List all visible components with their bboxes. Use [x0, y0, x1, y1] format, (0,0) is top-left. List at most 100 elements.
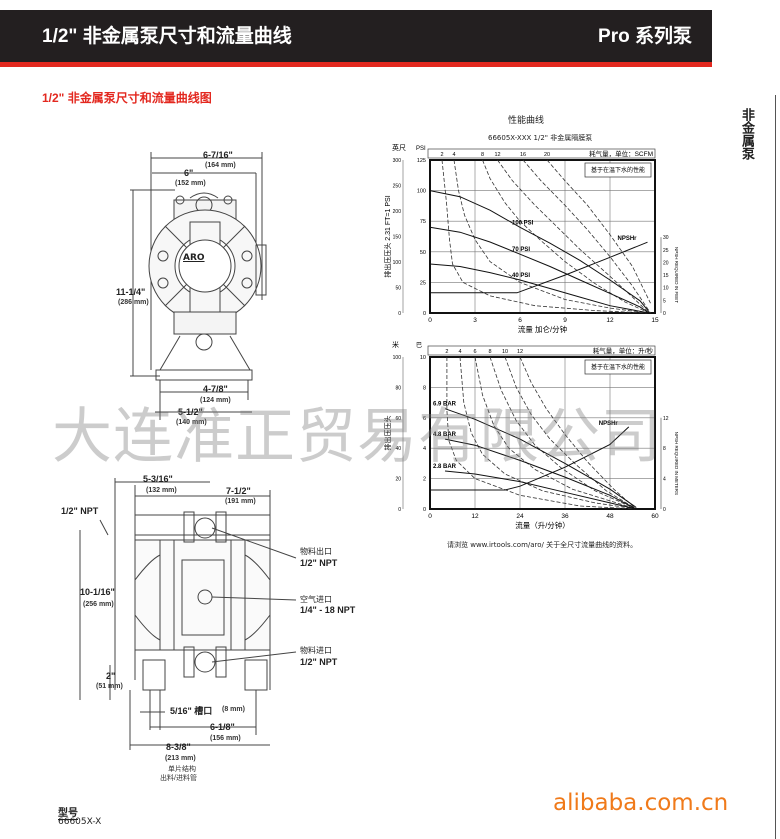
- air-curve-label: 8: [481, 152, 484, 158]
- right-axis-label: NPSH REQUIRED IN METERS: [674, 432, 679, 495]
- right-tick-label: 10: [663, 286, 669, 292]
- secondary-tick-label: 200: [393, 209, 402, 215]
- x-tick-label: 0: [428, 317, 432, 324]
- air-consumption-label: 耗气量，单位：SCFM: [589, 149, 653, 158]
- bv-dim-4-mm: (51 mm): [96, 683, 123, 690]
- alibaba-watermark: alibaba.com.cn: [553, 790, 729, 816]
- pressure-curve-label: 6.9 BAR: [433, 402, 457, 408]
- callout-outlet-spec: 1/2" NPT: [300, 558, 338, 568]
- front-view-pump: [130, 152, 267, 420]
- plot-frame: [429, 159, 656, 314]
- air-curve-label: 16: [520, 152, 526, 158]
- pressure-curve-label: 40 PSI: [512, 273, 530, 279]
- air-consumption-strip: [427, 148, 656, 159]
- y-tick-label: 0: [423, 311, 426, 317]
- right-tick-label: 20: [663, 260, 669, 266]
- callout-air-inlet-spec: 1/4" - 18 NPT: [300, 605, 356, 615]
- y-tick-label: 0: [423, 507, 426, 513]
- secondary-tick-label: 80: [395, 385, 401, 391]
- bv-dim-1: 5-3/16": [143, 474, 173, 484]
- air-consumption-curve: [519, 356, 637, 510]
- secondary-axis-unit: 米: [392, 340, 399, 349]
- pressure-curve: [429, 263, 650, 314]
- dim-width: 6": [184, 168, 194, 178]
- x-tick-label: 24: [516, 513, 524, 520]
- pump-drawings: [79, 152, 297, 750]
- npsh-curve: [430, 241, 648, 294]
- dim-height: 11-1/4": [116, 287, 146, 297]
- pressure-curve: [444, 470, 637, 510]
- x-tick-label: 0: [428, 513, 432, 520]
- legend-text: 基于在温下水的性能: [591, 166, 645, 174]
- secondary-tick-label: 40: [395, 446, 401, 452]
- air-consumption-curve: [504, 356, 637, 510]
- air-curve-label: 6: [473, 349, 476, 355]
- air-curve-label: 12: [517, 349, 523, 355]
- secondary-tick-label: 0: [398, 507, 401, 513]
- x-tick-label: 36: [561, 513, 569, 520]
- callout-outlet: 物料出口: [300, 547, 332, 556]
- x-tick-label: 9: [563, 317, 567, 324]
- y-tick-label: 25: [420, 280, 426, 286]
- pressure-curve-label: 2.8 BAR: [433, 464, 457, 470]
- bv-dim-2-mm: (191 mm): [225, 498, 256, 505]
- npsh-label: NPSHr: [599, 421, 619, 427]
- bv-dim-6-mm: (156 mm): [210, 735, 241, 742]
- pressure-curve-label: 100 PSI: [512, 220, 534, 226]
- chart2-footnote: 请浏览 www.irtools.com/aro/ 关于全尺寸流量曲线的资料。: [447, 541, 638, 549]
- dim-height-mm: (286 mm): [118, 299, 149, 306]
- y-axis-unit: 巴: [416, 342, 422, 349]
- dim-width-mm: (152 mm): [175, 180, 206, 187]
- bv-dim-4: 2": [106, 671, 116, 681]
- air-curve-label: 20: [544, 152, 550, 158]
- air-consumption-strip: [427, 345, 656, 356]
- side-tab-label: 非金属泵: [739, 108, 754, 160]
- x-tick-label: 48: [606, 513, 614, 520]
- pressure-curve-label: 4.8 BAR: [433, 432, 457, 438]
- series-title: Pro 系列泵: [598, 26, 692, 47]
- air-curve-label: 2: [445, 349, 448, 355]
- air-consumption-curve: [453, 159, 648, 314]
- air-consumption-curve: [489, 356, 637, 510]
- y-tick-label: 2: [423, 477, 426, 483]
- air-curve-label: 2: [440, 152, 443, 158]
- right-tick-label: 0: [663, 311, 666, 317]
- bv-dim-7: 8-3/8": [166, 742, 191, 752]
- right-tick-label: 8: [663, 446, 666, 452]
- legend-box: [584, 162, 652, 178]
- y-tick-label: 100: [417, 189, 426, 195]
- y-axis-label: 排出压压头: [383, 416, 392, 451]
- page-header-bar: 1/2" 非金属泵尺寸和流量曲线 Pro 系列泵: [0, 10, 712, 67]
- page-title: 1/2" 非金属泵尺寸和流量曲线: [42, 26, 292, 47]
- callout-inlet-spec: 1/2" NPT: [300, 657, 338, 667]
- y-tick-label: 50: [420, 250, 426, 256]
- pressure-curve: [444, 408, 637, 508]
- right-tick-label: 25: [663, 248, 669, 254]
- dim-base-inner-mm: (124 mm): [200, 397, 231, 404]
- right-tick-label: 12: [663, 416, 669, 422]
- x-tick-label: 12: [471, 513, 479, 520]
- secondary-tick-label: 100: [393, 260, 402, 266]
- y-axis-label: 排出压压头 2.31 FT=1 PSI: [383, 195, 392, 277]
- dim-base-outer: 5-1/2": [178, 407, 203, 417]
- secondary-tick-label: 20: [395, 477, 401, 483]
- right-tick-label: 15: [663, 273, 669, 279]
- right-border: [775, 95, 776, 839]
- bv-note-2: 出料/进料管: [160, 775, 197, 782]
- air-curve-label: 4: [452, 152, 455, 158]
- y-tick-label: 4: [423, 446, 426, 452]
- npsh-curve: [430, 426, 630, 491]
- right-tick-label: 0: [663, 507, 666, 513]
- chart1-subtitle: 66605X-XXX 1/2" 非金属隔膜泵: [488, 134, 593, 142]
- pressure-curve: [429, 190, 650, 313]
- secondary-tick-label: 60: [395, 416, 401, 422]
- pressure-curve-label: 70 PSI: [512, 247, 530, 253]
- bv-dim-5-mm: (8 mm): [222, 706, 245, 713]
- callout-air-inlet: 空气进口: [300, 595, 332, 604]
- secondary-tick-label: 150: [393, 235, 402, 241]
- air-curve-label: 4: [458, 349, 461, 355]
- secondary-tick-label: 300: [393, 158, 402, 164]
- air-consumption-curve: [441, 159, 648, 314]
- air-curve-label: 8: [488, 349, 491, 355]
